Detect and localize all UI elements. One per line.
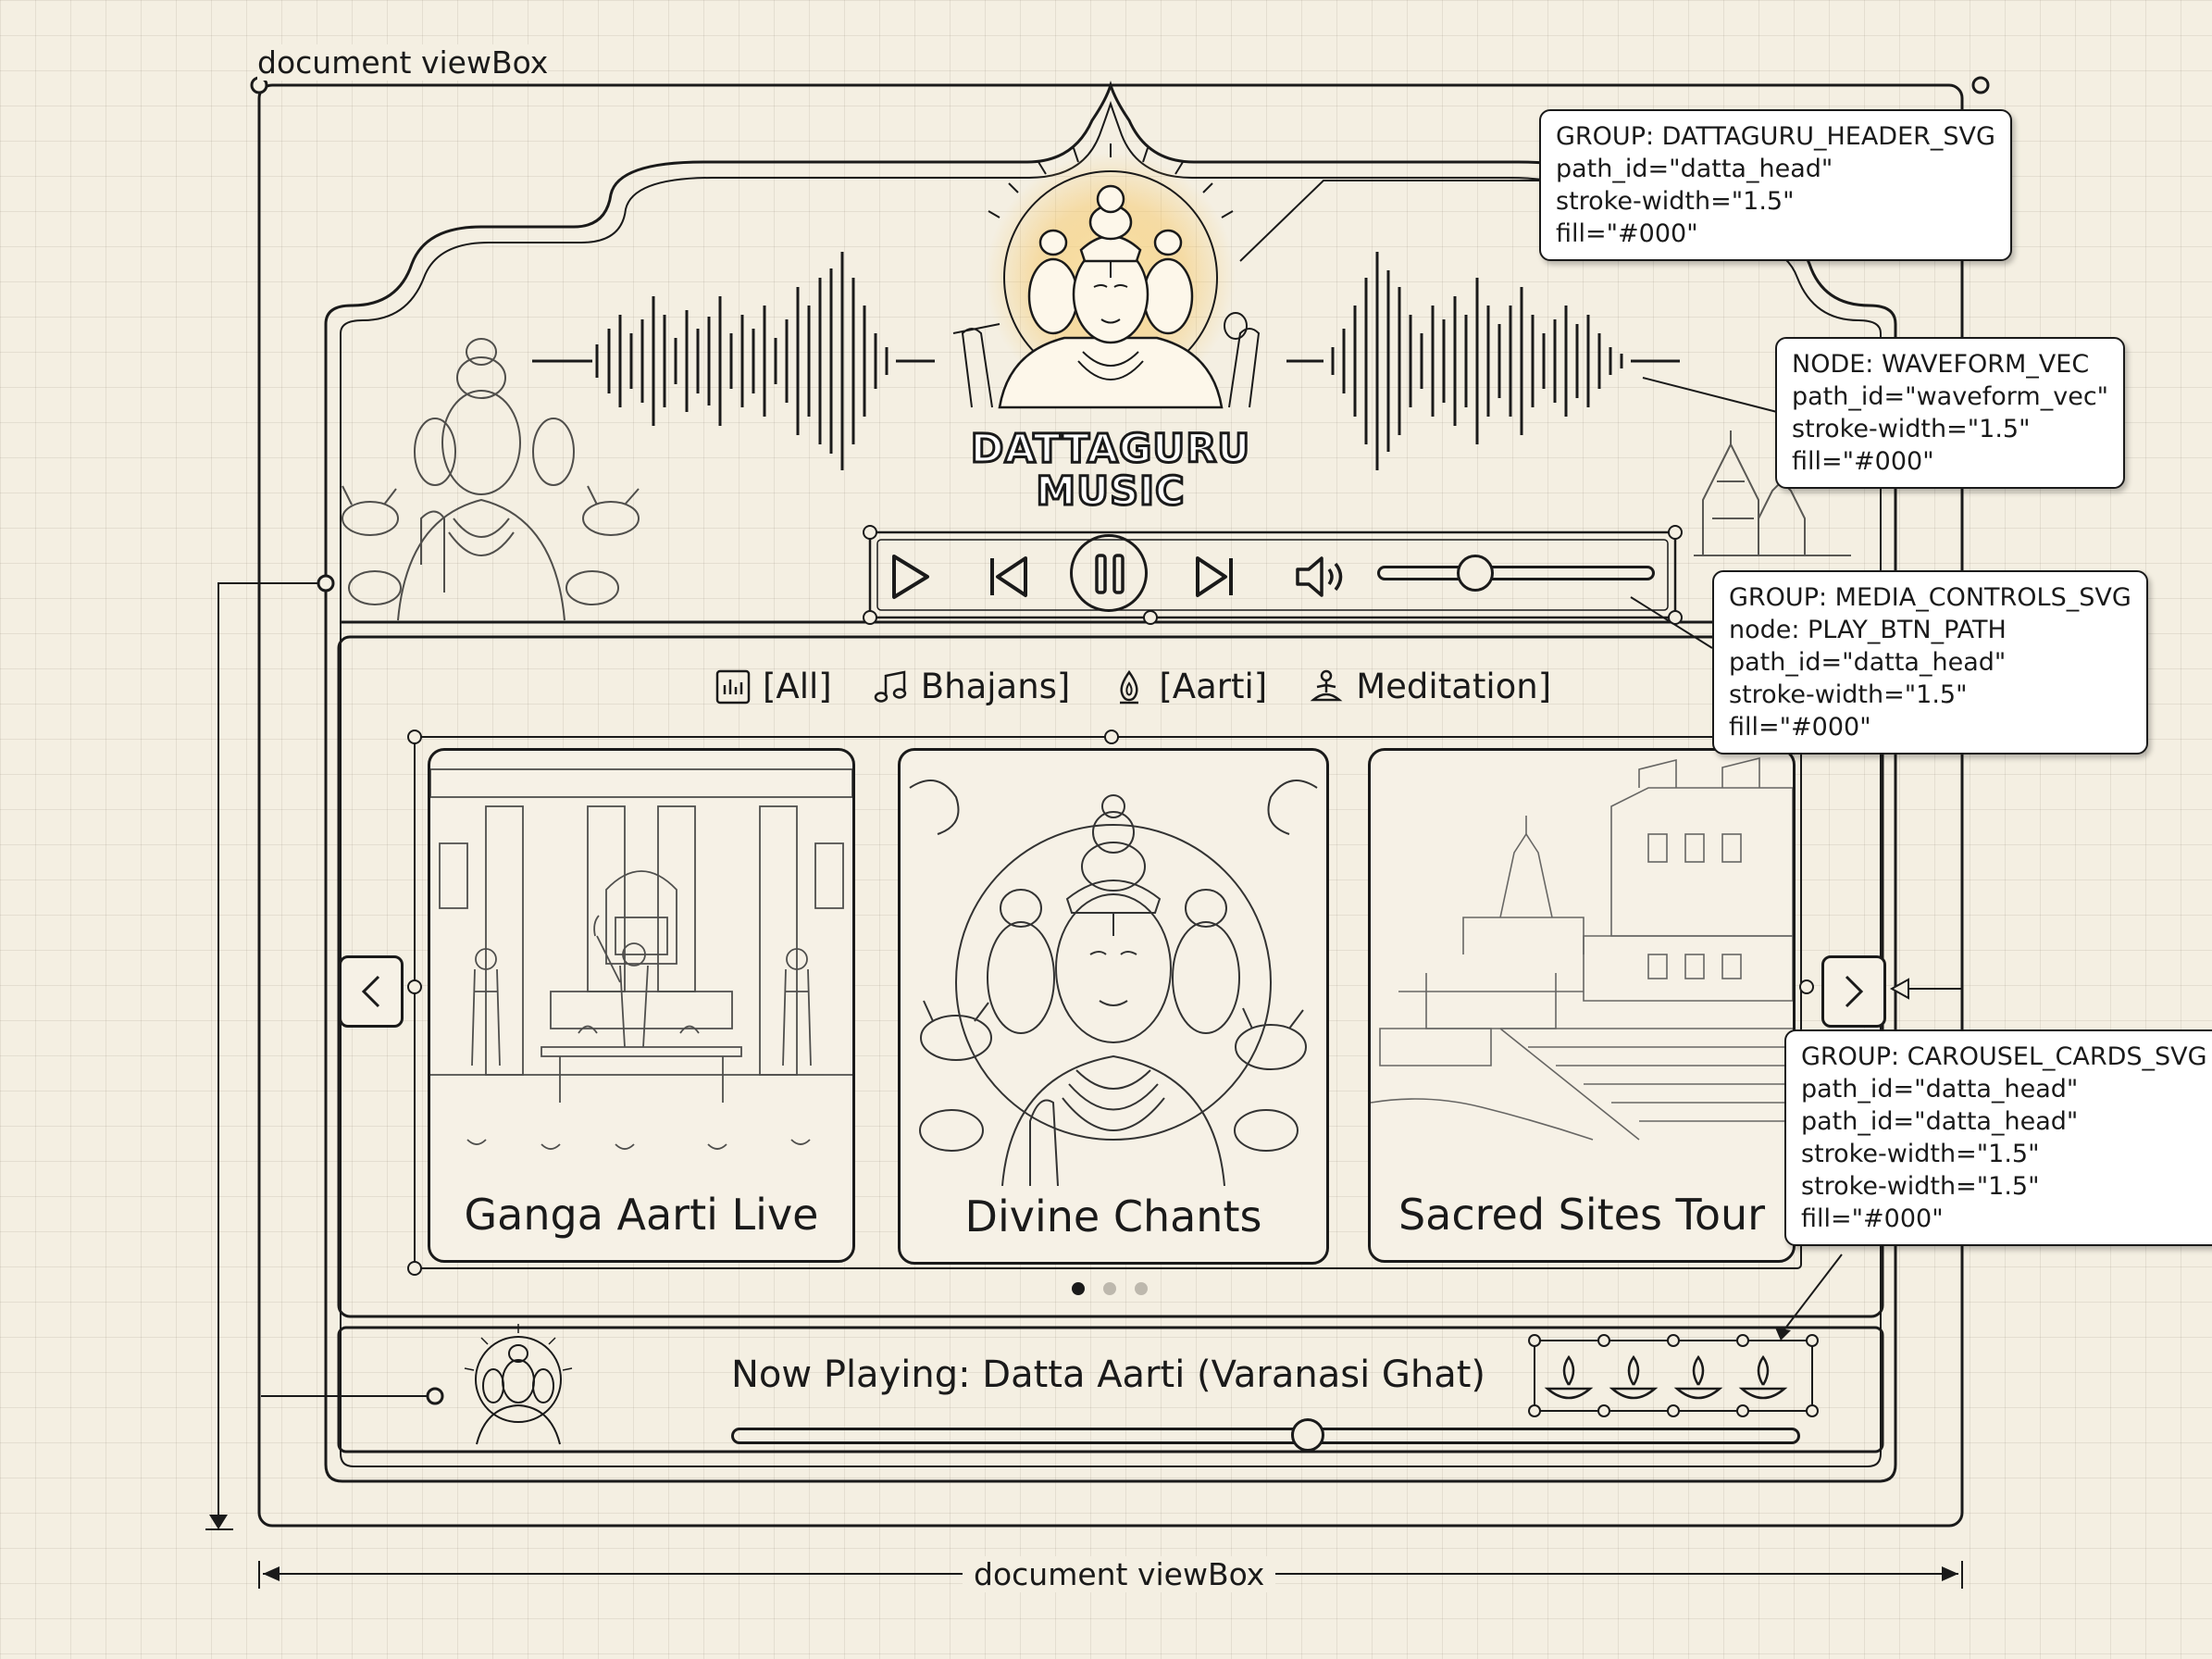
now-playing-panel	[337, 1326, 1884, 1453]
bar-chart-icon	[715, 669, 751, 704]
brand-line-2: MUSIC	[1035, 468, 1186, 515]
volume-icon[interactable]	[1294, 553, 1351, 601]
media-controls-bar	[868, 530, 1677, 619]
brand-logo: DATTAGURU MUSIC	[944, 426, 1277, 515]
media-controls	[870, 532, 1675, 617]
filter-all[interactable]: [All]	[715, 667, 832, 706]
volume-slider-thumb[interactable]	[1456, 555, 1494, 592]
arched-frame-outer	[324, 80, 1897, 1483]
annotation-line: path_id="datta_head"	[1556, 155, 1833, 183]
carousel-card-sacred-sites[interactable]: Sacred Sites Tour	[1368, 748, 1796, 1263]
halo-rays	[988, 143, 1234, 218]
viewbox-label-bottom: document viewBox	[963, 1556, 1276, 1592]
annotation-line: stroke-width="1.5"	[1801, 1172, 2040, 1201]
datta-figure-left	[342, 338, 640, 621]
card-title: Divine Chants	[964, 1191, 1262, 1241]
volume-slider[interactable]	[1377, 555, 1655, 592]
filter-meditation[interactable]: Meditation]	[1308, 667, 1551, 706]
chevron-right-icon	[1845, 975, 1864, 1008]
annotation-header-group: GROUP: DATTAGURU_HEADER_SVG path_id="dat…	[1539, 109, 2012, 261]
music-note-icon	[874, 669, 906, 703]
annotation-line: GROUP: DATTAGURU_HEADER_SVG	[1556, 122, 1995, 151]
carousel-prev-button[interactable]	[339, 955, 404, 1028]
carousel-card-ganga-aarti[interactable]: Ganga Aarti Live	[428, 748, 855, 1263]
filter-bhajans-label: Bhajans]	[920, 667, 1071, 706]
category-filter-bar: [All] Bhajans] [Aarti] Meditation]	[715, 667, 1551, 706]
playback-progress-bar[interactable]	[731, 1418, 1800, 1452]
carousel-next-button[interactable]	[1821, 955, 1886, 1028]
datta-head-header	[998, 184, 1224, 409]
varanasi-ghats-illustration	[1371, 756, 1793, 1141]
annotation-line: fill="#000"	[1801, 1204, 1944, 1233]
annotation-line: fill="#000"	[1556, 219, 1698, 248]
viewbox-label-top: document viewBox	[257, 44, 549, 81]
now-playing-title: Now Playing: Datta Aarti (Varanasi Ghat)	[731, 1353, 1486, 1396]
pause-icon	[1095, 554, 1125, 594]
annotation-line: GROUP: CAROUSEL_CARDS_SVG	[1801, 1042, 2207, 1071]
now-playing-thumbnail	[464, 1324, 573, 1445]
annotation-line: stroke-width="1.5"	[1801, 1140, 2040, 1168]
annotation-line: path_id="datta_head"	[1729, 648, 2007, 677]
playback-progress-thumb[interactable]	[1291, 1418, 1325, 1452]
annotation-line: stroke-width="1.5"	[1729, 680, 1968, 709]
annotation-line: path_id="datta_head"	[1801, 1107, 2079, 1136]
play-icon[interactable]	[883, 551, 935, 603]
temple-aarti-illustration	[430, 768, 852, 1150]
waveform-right	[1286, 252, 1680, 470]
filter-aarti-label: [Aarti]	[1159, 667, 1268, 706]
filter-aarti[interactable]: [Aarti]	[1111, 667, 1267, 706]
filter-all-label: [All]	[763, 667, 832, 706]
chevron-left-icon	[361, 975, 380, 1008]
annotation-line: fill="#000"	[1792, 447, 1934, 476]
annotation-line: path_id="waveform_vec"	[1792, 382, 2109, 411]
datta-three-faces-illustration	[909, 780, 1318, 1186]
card-title: Sacred Sites Tour	[1398, 1190, 1766, 1240]
pagination-dot[interactable]	[1103, 1282, 1116, 1295]
annotation-media-controls-group: GROUP: MEDIA_CONTROLS_SVG node: PLAY_BTN…	[1712, 570, 2148, 755]
annotation-line: fill="#000"	[1729, 713, 1871, 742]
brand-line-1: DATTAGURU	[969, 426, 1251, 472]
annotation-line: node: PLAY_BTN_PATH	[1729, 616, 2007, 644]
annotation-line: stroke-width="1.5"	[1556, 187, 1795, 216]
carousel-card-divine-chants[interactable]: Divine Chants	[898, 748, 1329, 1265]
temple-silhouette-right	[1694, 430, 1851, 556]
pagination-dot[interactable]	[1072, 1282, 1085, 1295]
carousel-pagination	[1072, 1282, 1148, 1297]
pause-button[interactable]	[1070, 534, 1148, 612]
annotation-line: GROUP: MEDIA_CONTROLS_SVG	[1729, 583, 2131, 612]
waveform-left	[532, 252, 935, 470]
annotation-line: stroke-width="1.5"	[1792, 415, 2031, 443]
diya-lamps-box	[1534, 1340, 1813, 1412]
skip-back-icon[interactable]	[985, 553, 1033, 601]
filter-meditation-label: Meditation]	[1356, 667, 1552, 706]
skip-forward-icon[interactable]	[1190, 553, 1238, 601]
filter-bhajans[interactable]: Bhajans]	[873, 667, 1071, 706]
pagination-dot[interactable]	[1135, 1282, 1148, 1295]
meditation-icon	[1310, 669, 1343, 701]
annotation-line: path_id="datta_head"	[1801, 1075, 2079, 1104]
diya-lamp-icons	[1544, 1354, 1788, 1400]
annotation-line: NODE: WAVEFORM_VEC	[1792, 350, 2090, 379]
diya-flame-icon	[1120, 669, 1139, 704]
card-title: Ganga Aarti Live	[464, 1190, 819, 1240]
annotation-carousel-group: GROUP: CAROUSEL_CARDS_SVG path_id="datta…	[1784, 1029, 2212, 1246]
annotation-waveform-node: NODE: WAVEFORM_VEC path_id="waveform_vec…	[1775, 337, 2126, 489]
